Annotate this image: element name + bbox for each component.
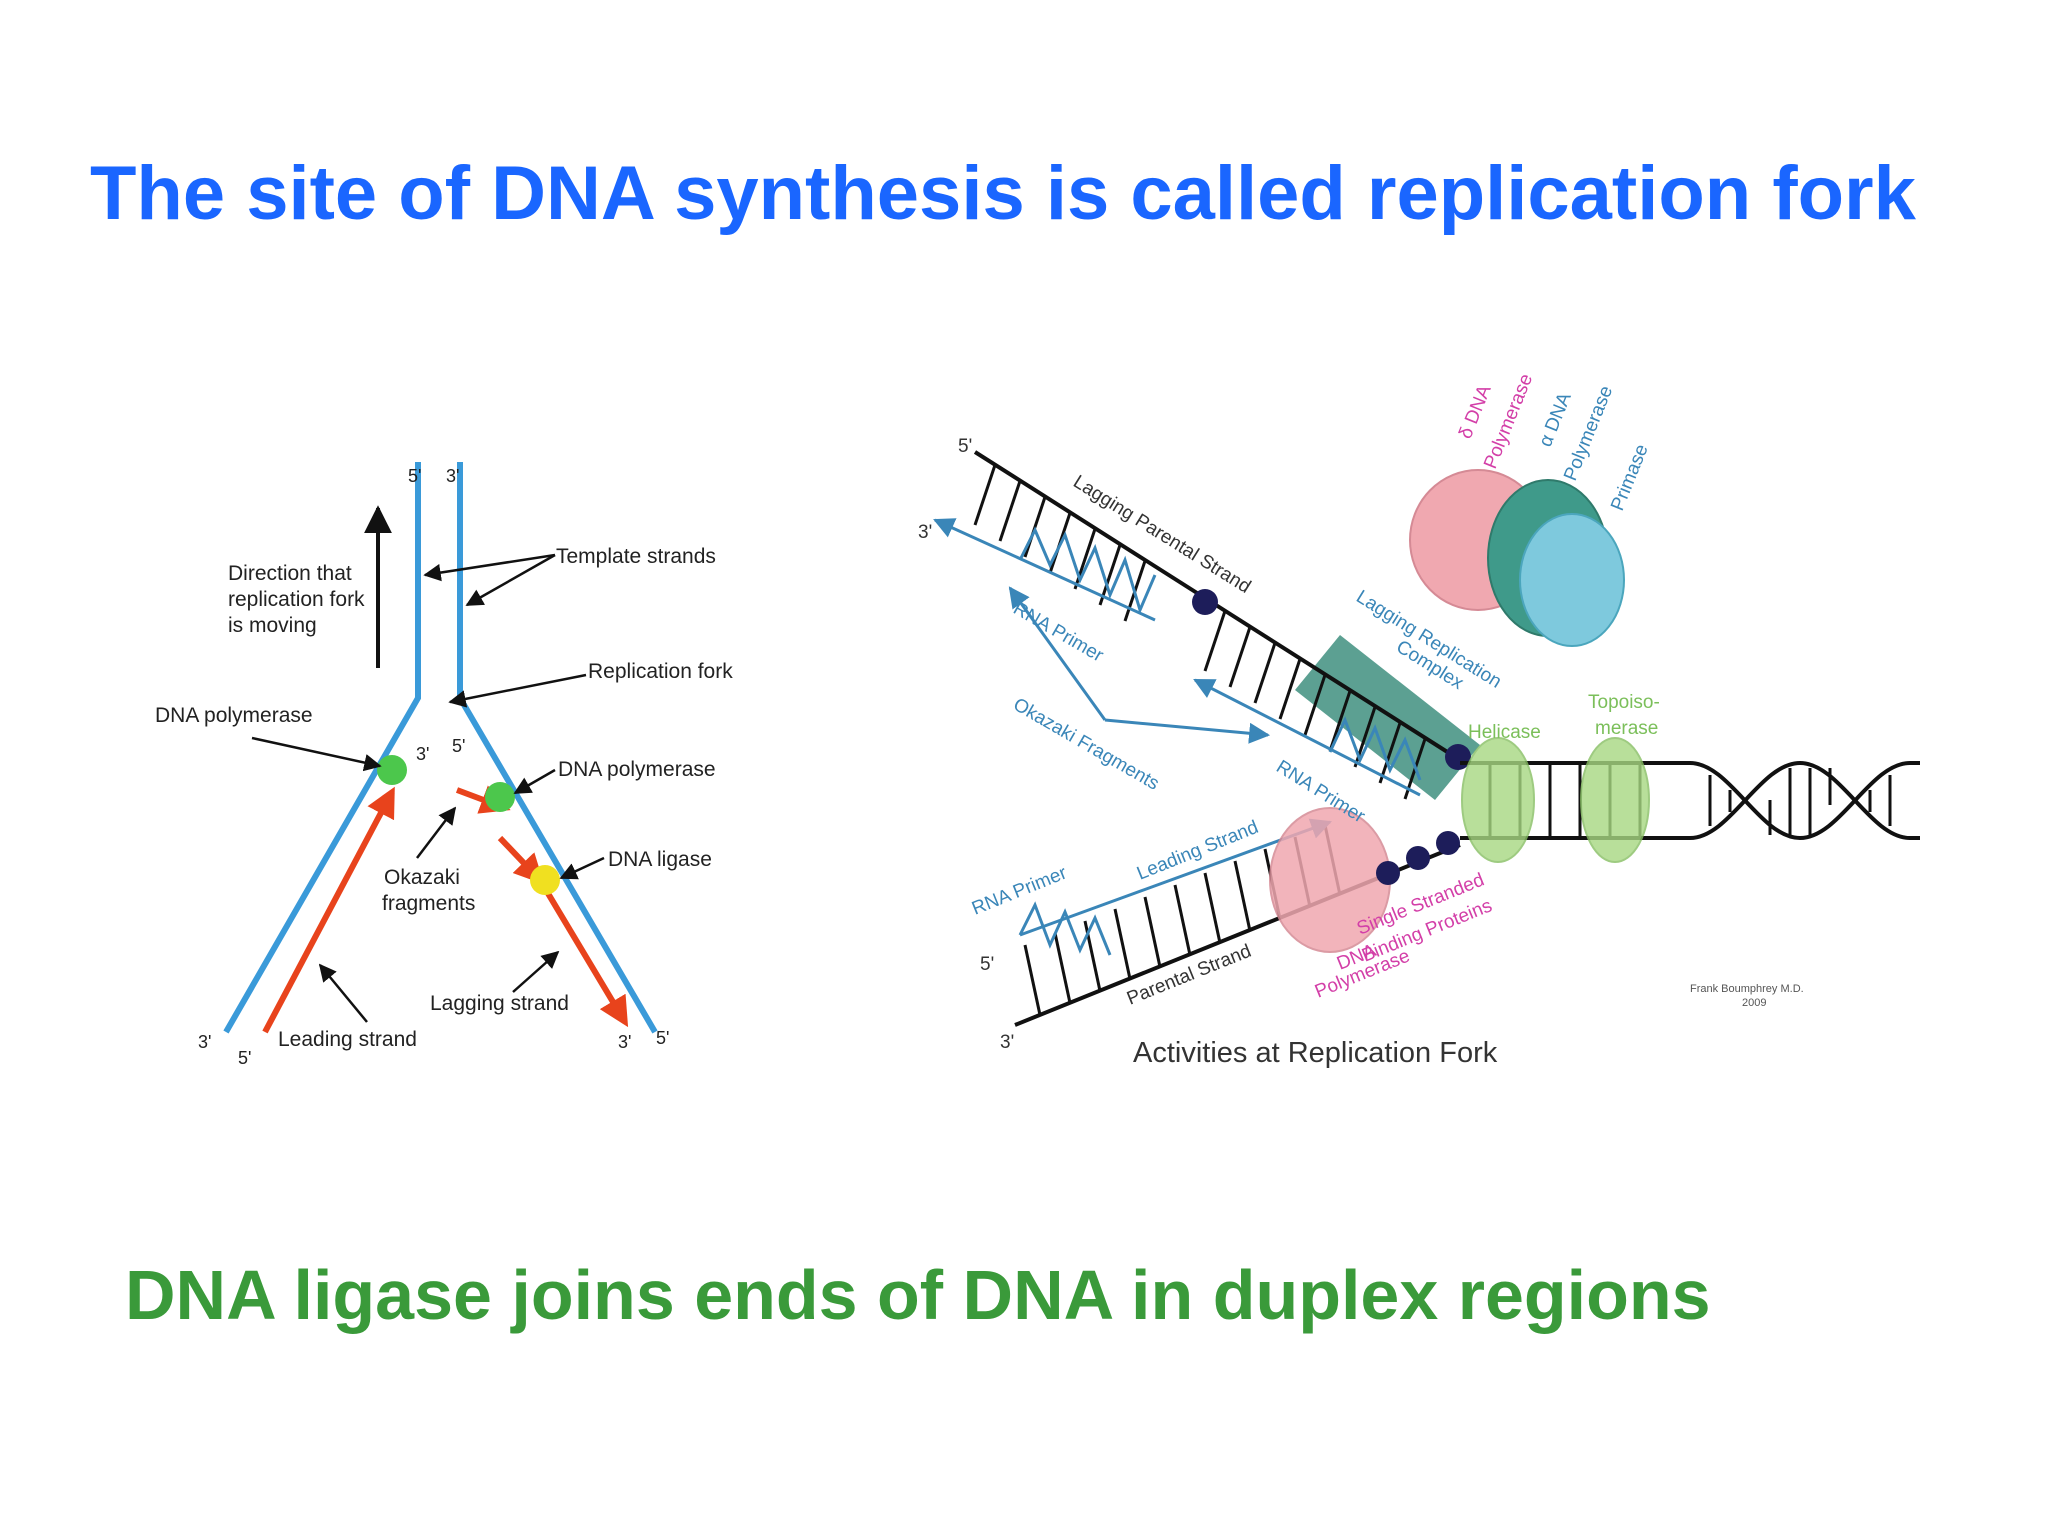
fork-pointer (448, 673, 587, 708)
lagging-dot-1 (1192, 589, 1218, 615)
okazaki-strand-1 (933, 518, 1156, 622)
dna-polymerase-left-label: DNA polymerase (155, 704, 313, 727)
template-pointer-1 (423, 553, 556, 582)
okazaki-fragments-label: Okazaki Fragments (1010, 694, 1163, 795)
primase-blob (1519, 513, 1625, 647)
primase-label: Primase (1607, 441, 1653, 513)
right-top-5-label: 5' (958, 436, 972, 457)
alpha-polymerase-label-1: α DNA (1535, 389, 1576, 449)
lagging-parental-label: Lagging Parental Strand (1069, 471, 1254, 597)
ssb-dot-1 (1376, 861, 1400, 885)
slide-title: The site of DNA synthesis is called repl… (90, 151, 1916, 236)
credit-label-2: 2009 (1742, 997, 1766, 1009)
right-fork-diagram: 5' 3' Lagging Parental Strand RNA Primer… (918, 371, 1920, 1069)
left-top-5-label: 5' (408, 466, 421, 486)
okazaki-label-1: Okazaki (384, 866, 460, 889)
lagging-pointer (512, 950, 560, 993)
template-pointer-2 (465, 553, 556, 607)
direction-label-3: is moving (228, 614, 317, 637)
bottom-3-right-label: 3' (618, 1032, 631, 1052)
delta-polymerase-label-1: δ DNA (1455, 382, 1496, 442)
leading-pointer (318, 963, 368, 1023)
delta-polymerase-label-2: Polymerase (1480, 371, 1537, 472)
leading-new-strand (1019, 818, 1332, 937)
lagging-replication-complex (1295, 635, 1480, 800)
rna-primer-bottom-zigzag (1018, 901, 1112, 956)
polymerase-right-pointer (513, 768, 556, 795)
topoisomerase-label-1: Topoiso- (1588, 692, 1660, 713)
rna-primer-mid-zigzag (1328, 716, 1422, 781)
lagging-parental-backbone (973, 450, 1462, 762)
lagging-strand-label: Lagging strand (430, 992, 569, 1015)
okazaki-strand-2 (1193, 678, 1421, 797)
direction-label-2: replication fork (228, 588, 365, 611)
right-bottom-3-label: 3' (1000, 1032, 1014, 1053)
okazaki-pointer (416, 806, 457, 859)
left-fork-diagram: 5' 3' Direction that replication fork is… (155, 462, 733, 1068)
bottom-5-right-label: 5' (656, 1028, 669, 1048)
ligase-pointer (559, 856, 605, 880)
mid-5-label: 5' (452, 736, 465, 756)
left-top-3-label: 3' (446, 466, 459, 486)
okazaki-label-pointer-2 (1104, 718, 1271, 744)
okazaki-label-pointer-1 (1008, 586, 1107, 721)
right-top-3-label: 3' (918, 522, 932, 543)
leading-strand-line (262, 786, 395, 1034)
dna-ligase-label: DNA ligase (608, 848, 712, 871)
dna-polymerase-left-blob (377, 755, 407, 785)
template-strand-left (223, 462, 421, 1034)
leading-strand-label-right: Leading Strand (1134, 817, 1261, 885)
rna-primer-top-zigzag (1018, 526, 1157, 615)
right-bottom-5-label: 5' (980, 954, 994, 975)
polymerase-left-pointer (251, 736, 382, 772)
topoisomerase-blob (1580, 737, 1650, 863)
direction-label-1: Direction that (228, 562, 352, 585)
slide-footer: DNA ligase joins ends of DNA in duplex r… (125, 1256, 1711, 1334)
lagging-strand-line (537, 878, 629, 1028)
helicase-label: Helicase (1468, 722, 1541, 743)
bottom-5-left-label: 5' (238, 1048, 251, 1068)
replication-fork-label: Replication fork (588, 660, 733, 683)
ssb-dot-3 (1436, 831, 1460, 855)
dna-polymerase-right-label: DNA polymerase (558, 758, 716, 781)
right-diagram-caption: Activities at Replication Fork (1133, 1037, 1498, 1069)
helicase-blob (1461, 737, 1535, 863)
template-strands-label: Template strands (556, 545, 716, 568)
dna-ligase-blob (530, 865, 560, 895)
dna-polymerase-right-blob (485, 782, 515, 812)
bottom-3-left-label: 3' (198, 1032, 211, 1052)
credit-label-1: Frank Boumphrey M.D. (1690, 983, 1804, 995)
topoisomerase-label-2: merase (1595, 718, 1658, 739)
rna-primer-bottom-label: RNA Primer (969, 862, 1070, 919)
ssb-dot-2 (1406, 846, 1430, 870)
okazaki-label-2: fragments (382, 892, 475, 915)
mid-3-label: 3' (416, 744, 429, 764)
leading-strand-label: Leading strand (278, 1028, 417, 1051)
